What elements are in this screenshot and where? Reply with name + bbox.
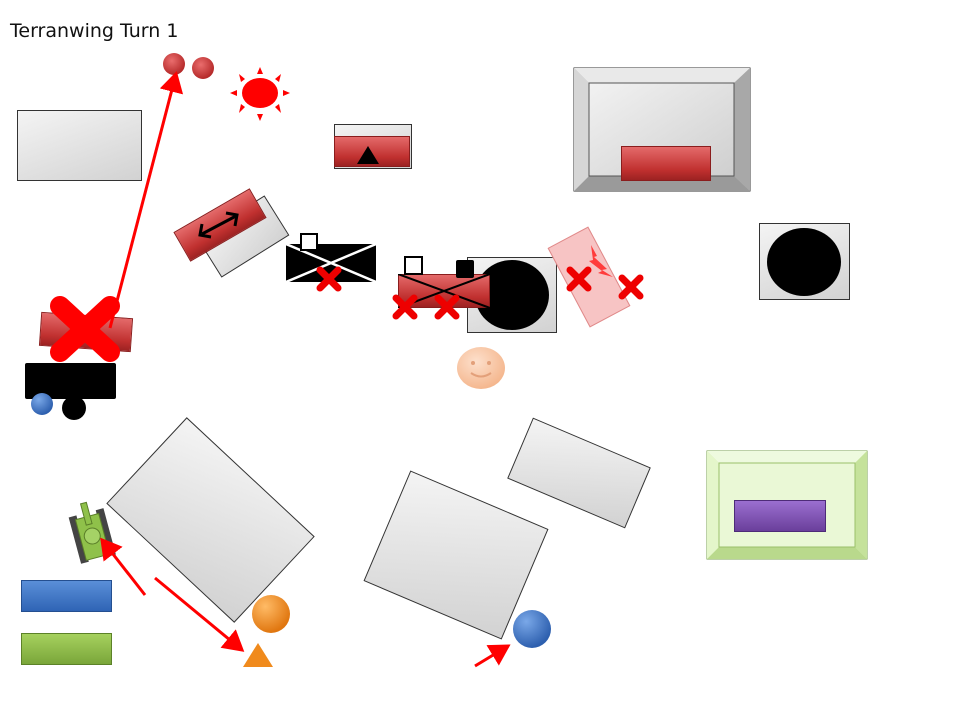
cross-mark-icon bbox=[434, 294, 460, 320]
black-vehicle bbox=[25, 363, 116, 399]
black-circle-objective bbox=[475, 260, 549, 330]
vehicle-wheels bbox=[31, 393, 86, 420]
arrow-to-blue-ball bbox=[474, 644, 511, 668]
triangle-icon bbox=[357, 146, 379, 164]
page-title: Terranwing Turn 1 bbox=[10, 20, 179, 42]
arrow-to-red-balls bbox=[108, 71, 184, 329]
arrow-to-triangle bbox=[154, 576, 245, 652]
cross-mark-icon bbox=[618, 274, 644, 300]
cross-mark-icon bbox=[50, 296, 120, 362]
marker-white-square bbox=[300, 233, 318, 251]
black-circle-objective-right bbox=[767, 228, 841, 296]
cross-mark-icon bbox=[316, 266, 342, 292]
purple-objective bbox=[734, 500, 826, 532]
arrow-to-tank bbox=[100, 537, 147, 596]
red-balls bbox=[163, 53, 214, 79]
smiley-face-icon bbox=[457, 347, 505, 389]
sun-icon bbox=[230, 67, 290, 121]
green-unit bbox=[21, 633, 112, 665]
lightning-icon bbox=[589, 245, 613, 277]
cross-mark-icon bbox=[392, 294, 418, 320]
red-unit-with-triangle bbox=[334, 136, 410, 167]
cross-mark-icon bbox=[566, 266, 592, 292]
triangle-icon bbox=[243, 643, 273, 667]
blue-unit bbox=[21, 580, 112, 612]
orange-ball bbox=[252, 595, 290, 633]
marker-white-square-2 bbox=[404, 256, 423, 275]
terrain-block-top-left bbox=[17, 110, 142, 181]
terrain-building-large bbox=[573, 67, 751, 192]
blue-ball bbox=[513, 610, 551, 648]
objective-red-block bbox=[621, 146, 711, 181]
double-arrow-icon bbox=[198, 211, 239, 239]
marker-black-square bbox=[456, 260, 474, 278]
